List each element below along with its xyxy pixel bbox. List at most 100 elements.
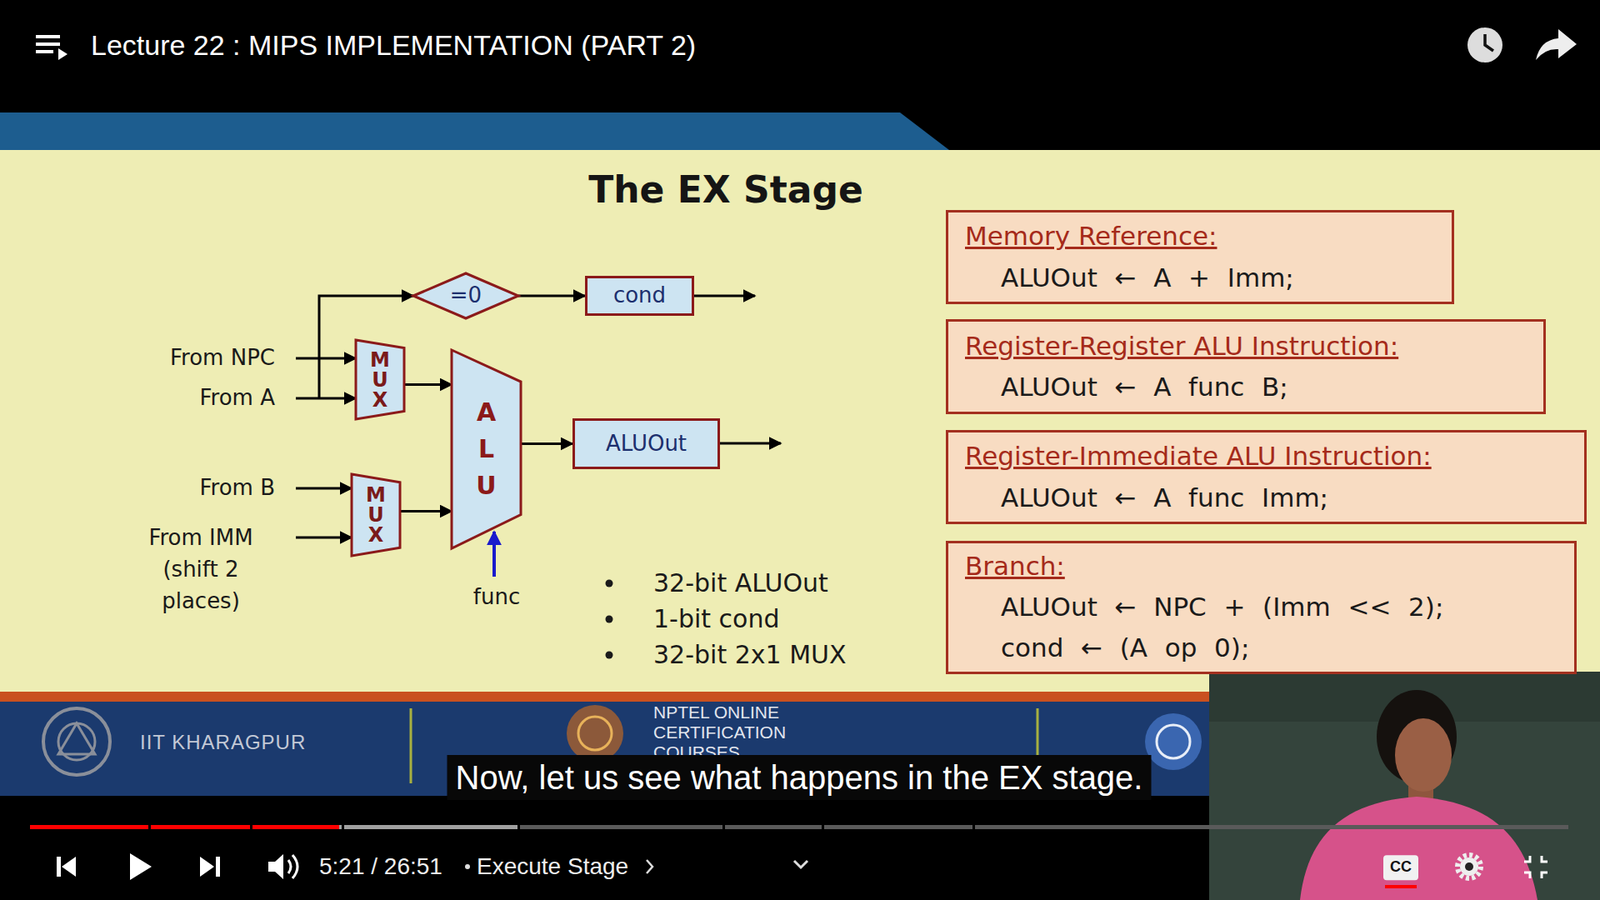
player-controls	[1460, 857, 1479, 876]
player-controls	[794, 860, 808, 868]
iit-logo	[43, 708, 110, 775]
progress-bar	[341, 824, 345, 830]
input-wires	[720, 442, 781, 445]
input-wires	[295, 397, 356, 400]
chapter-title: Execute Stage	[476, 852, 629, 881]
slide-title: The EX Stage	[588, 168, 864, 213]
bullet-note: 1-bit cond	[653, 604, 780, 635]
player-controls	[288, 860, 291, 874]
player-controls	[1457, 855, 1481, 879]
nptel-logo	[566, 705, 624, 762]
footer-divider	[410, 708, 413, 784]
connector-arrow	[518, 295, 585, 298]
nptel-logo	[566, 705, 624, 762]
slide-background	[0, 150, 1600, 692]
bullet-note: 32-bit ALUOut	[653, 568, 829, 599]
nptel-logo	[578, 716, 612, 750]
bullet-dots	[605, 651, 614, 660]
box-text: A L U	[471, 394, 502, 505]
iit-logo	[58, 723, 95, 755]
iit-logo	[58, 723, 95, 760]
playlist-icon	[35, 50, 54, 54]
cc-button: CC	[1383, 855, 1419, 880]
progress-bar	[30, 825, 340, 830]
institute-logo	[1145, 713, 1202, 770]
player-controls	[56, 856, 61, 877]
box-heading: Branch:	[965, 550, 1065, 582]
time-display: 5:21 / 26:51	[319, 852, 443, 881]
rtl-statement: cond ← (A op 0);	[1000, 632, 1250, 664]
progress-bar	[148, 824, 151, 830]
mux-symbol-outline	[355, 340, 405, 420]
alu-symbol-outline	[451, 350, 521, 549]
player-controls	[200, 856, 215, 877]
rtl-box: Register-Immediate ALU Instruction: ALUOu…	[945, 430, 1587, 525]
player-controls	[292, 855, 298, 879]
iit-logo	[43, 708, 110, 775]
share-icon	[1535, 29, 1577, 60]
input-wires	[295, 536, 352, 540]
alu-symbol: A L U	[451, 350, 521, 549]
connector-arrow	[520, 442, 573, 445]
slide-header-band	[0, 112, 950, 150]
video-title: Lecture 22 : MIPS IMPLEMENTATION (PART 2…	[90, 28, 696, 63]
bullet-note: 32-bit 2x1 MUX	[653, 640, 847, 670]
watch-later-icon	[1467, 27, 1503, 63]
bullet-dots	[605, 580, 614, 660]
input-wires	[295, 357, 356, 360]
rtl-box: Branch:ALUOut ← NPC + (Imm << 2);cond ← …	[945, 540, 1577, 675]
mux-symbol-outline	[351, 474, 400, 556]
rtl-box: Register-Register ALU Instruction:ALUOut…	[945, 319, 1546, 415]
rtl-statement: ALUOut ← A func B;	[1000, 371, 1289, 403]
institute-logo	[1145, 713, 1202, 770]
bullet-dots	[605, 580, 614, 588]
course-name: NPTEL ONLINE CERTIFICATION COURSES	[653, 702, 870, 763]
playlist-icon	[35, 36, 68, 60]
playlist-icon	[35, 35, 60, 39]
input-label: From B	[199, 475, 275, 501]
input-label: From A	[200, 385, 275, 411]
progress-bar	[30, 825, 518, 830]
watch-later-icon	[1467, 27, 1503, 63]
instructor-video	[1300, 796, 1538, 900]
zero-test-diamond: =0	[413, 273, 519, 319]
aluout-register: ALUOut	[572, 418, 720, 470]
box-text: cond	[613, 282, 666, 309]
caption-subtitle: Now, let us see what happens in the EX s…	[447, 755, 1152, 800]
rtl-statement: ALUOut ← A + Imm;	[1000, 262, 1295, 294]
box-text: ALUOut	[605, 430, 687, 457]
box-text: M U X	[368, 350, 393, 410]
connector-arrow	[400, 510, 452, 513]
cond-register: cond	[585, 275, 695, 316]
instructor-video	[1209, 671, 1600, 900]
instructor-video	[1209, 671, 1600, 900]
player-controls	[1465, 862, 1474, 871]
player-controls	[465, 864, 470, 870]
mux-symbol: M U X	[355, 340, 405, 420]
func-arrow	[492, 531, 496, 577]
watch-later-icon	[1485, 34, 1494, 51]
box-text: =0	[450, 282, 482, 309]
player-controls	[268, 854, 284, 880]
player-controls	[646, 860, 653, 874]
rtl-box: Memory Reference:ALUOut ← A + Imm;	[945, 210, 1455, 305]
mux-symbol: M U X	[351, 474, 400, 556]
rtl-statement: ALUOut ← A func Imm;	[1000, 482, 1329, 514]
input-wires	[694, 295, 755, 298]
player-controls	[215, 856, 220, 877]
progress-bar	[972, 824, 975, 830]
progress-bar	[250, 824, 253, 830]
input-label: From NPC	[170, 345, 275, 371]
connector-arrow	[404, 383, 452, 386]
player-controls	[61, 856, 76, 877]
box-heading: Register-Immediate ALU Instruction:	[965, 440, 1432, 472]
playlist-icon	[58, 48, 68, 60]
instructor-video	[1395, 718, 1452, 792]
zero-test-diamond-outline	[413, 273, 519, 319]
input-label: From IMM (shift 2 places)	[142, 521, 260, 617]
share-icon	[1535, 29, 1577, 60]
bullet-dots	[605, 615, 614, 624]
signal-name: func	[473, 584, 520, 610]
player-controls	[56, 853, 1548, 889]
